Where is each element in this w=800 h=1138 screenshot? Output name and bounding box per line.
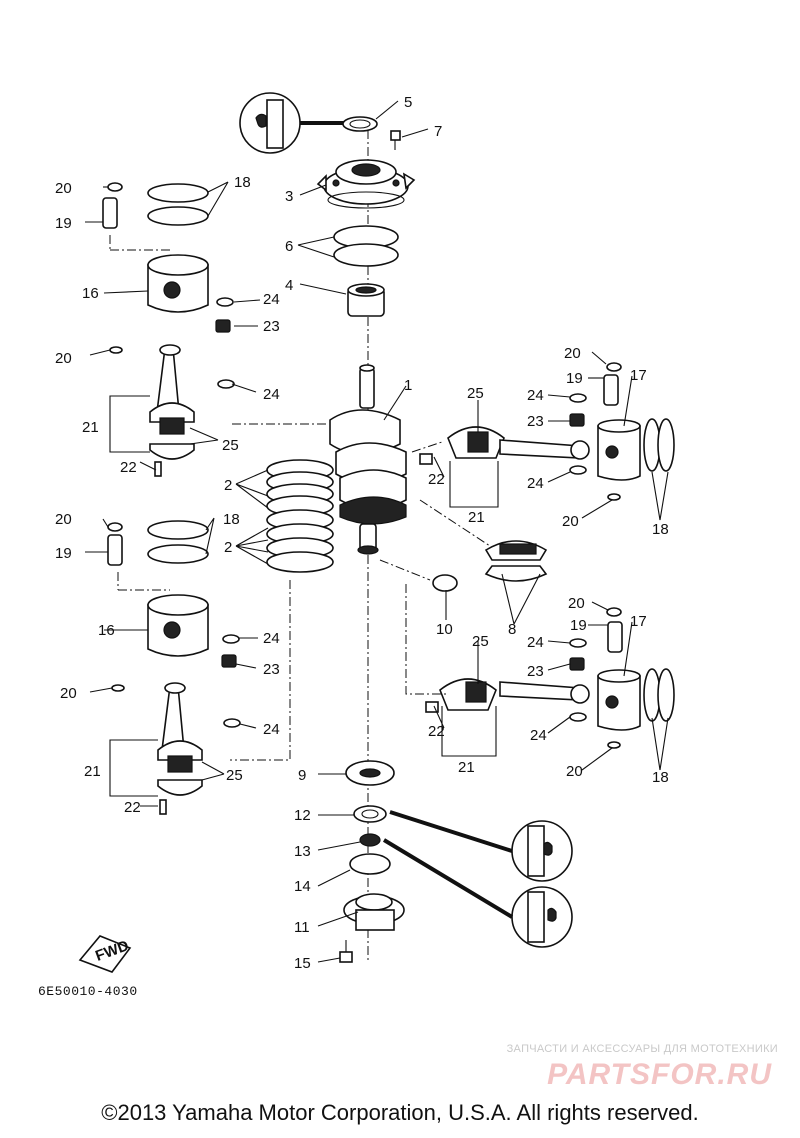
callout-20: 20 (564, 345, 581, 362)
callout-20: 20 (55, 350, 72, 367)
callout-3: 3 (285, 188, 293, 205)
callout-21: 21 (82, 419, 99, 436)
callout-24: 24 (263, 630, 280, 647)
callout-17: 17 (630, 613, 647, 630)
part-15-bolt (339, 940, 353, 963)
callout-20: 20 (562, 513, 579, 530)
callout-18: 18 (223, 511, 240, 528)
callout-2-upper: 2 (224, 477, 232, 494)
callout-21: 21 (84, 763, 101, 780)
part-6-o-rings (333, 225, 399, 267)
catalog-code: 6E50010-4030 (38, 984, 138, 999)
callout-22: 22 (428, 471, 445, 488)
left-lower-piston-assembly (107, 520, 241, 815)
callout-20: 20 (568, 595, 585, 612)
callout-24: 24 (527, 634, 544, 651)
callout-16: 16 (98, 622, 115, 639)
callout-14: 14 (294, 878, 311, 895)
seal-detail-top (239, 92, 345, 154)
callout-17: 17 (630, 367, 647, 384)
callout-labels: 5 7 3 6 4 1 2 2 20 18 19 16 24 23 20 24 … (55, 94, 669, 972)
callout-19: 19 (55, 545, 72, 562)
callout-25: 25 (472, 633, 489, 650)
part-10-circlip (432, 574, 458, 592)
callout-24: 24 (263, 291, 280, 308)
callout-19: 19 (566, 370, 583, 387)
callout-21: 21 (458, 759, 475, 776)
callout-24: 24 (527, 387, 544, 404)
callout-22: 22 (124, 799, 141, 816)
callout-20: 20 (55, 180, 72, 197)
part-4-needle-bearing (347, 283, 385, 317)
part-11-lower-housing (343, 893, 405, 931)
watermark-tagline: ЗАПЧАСТИ И АКСЕССУАРЫ ДЛЯ МОТОТЕХНИКИ (506, 1043, 778, 1055)
callout-24: 24 (263, 721, 280, 738)
part-7-bolt (390, 130, 401, 150)
leader-lines (85, 100, 669, 963)
callout-15: 15 (294, 955, 311, 972)
callout-4: 4 (285, 277, 293, 294)
part-2-piston-rings-center (266, 459, 334, 573)
callout-10: 10 (436, 621, 453, 638)
callout-7: 7 (434, 123, 442, 140)
callout-16: 16 (82, 285, 99, 302)
callout-23: 23 (527, 663, 544, 680)
callout-23: 23 (263, 318, 280, 335)
callout-6: 6 (285, 238, 293, 255)
callout-11: 11 (294, 919, 310, 936)
part-12-oil-seal (353, 805, 387, 823)
callout-20: 20 (55, 511, 72, 528)
callout-19: 19 (570, 617, 587, 634)
callout-23: 23 (527, 413, 544, 430)
callout-18: 18 (652, 769, 669, 786)
part-8-bearing (484, 540, 548, 582)
callout-24: 24 (530, 727, 547, 744)
callout-18: 18 (234, 174, 251, 191)
right-lower-piston-assembly (425, 607, 675, 749)
callout-20: 20 (60, 685, 77, 702)
callout-1: 1 (404, 377, 412, 394)
part-1-crankshaft (329, 364, 407, 555)
callout-20: 20 (566, 763, 583, 780)
callout-22: 22 (428, 723, 445, 740)
seal-detail-bottom (382, 810, 573, 948)
callout-2-lower: 2 (224, 539, 232, 556)
callout-13: 13 (294, 843, 311, 860)
callout-25: 25 (222, 437, 239, 454)
part-5-oil-seal (342, 116, 378, 132)
callout-24: 24 (263, 386, 280, 403)
part-3-bearing-housing (316, 159, 416, 209)
callout-25: 25 (226, 767, 243, 784)
right-upper-piston-assembly (419, 362, 675, 501)
callout-22: 22 (120, 459, 137, 476)
callout-24: 24 (527, 475, 544, 492)
part-9-ball-bearing (345, 760, 395, 786)
callout-8: 8 (508, 621, 516, 638)
part-14-o-ring (349, 853, 391, 875)
callout-12: 12 (294, 807, 311, 824)
callout-19: 19 (55, 215, 72, 232)
copyright-notice: ©2013 Yamaha Motor Corporation, U.S.A. A… (101, 1100, 699, 1125)
part-13-oil-seal (359, 833, 381, 847)
left-upper-piston-assembly (102, 182, 235, 477)
callout-9: 9 (298, 767, 306, 784)
callout-23: 23 (263, 661, 280, 678)
watermark-logo: PARTSFOR.RU (547, 1058, 772, 1091)
callout-18: 18 (652, 521, 669, 538)
callout-25: 25 (467, 385, 484, 402)
callout-5: 5 (404, 94, 412, 111)
callout-21: 21 (468, 509, 485, 526)
fwd-arrow-icon: FWD (78, 935, 132, 973)
